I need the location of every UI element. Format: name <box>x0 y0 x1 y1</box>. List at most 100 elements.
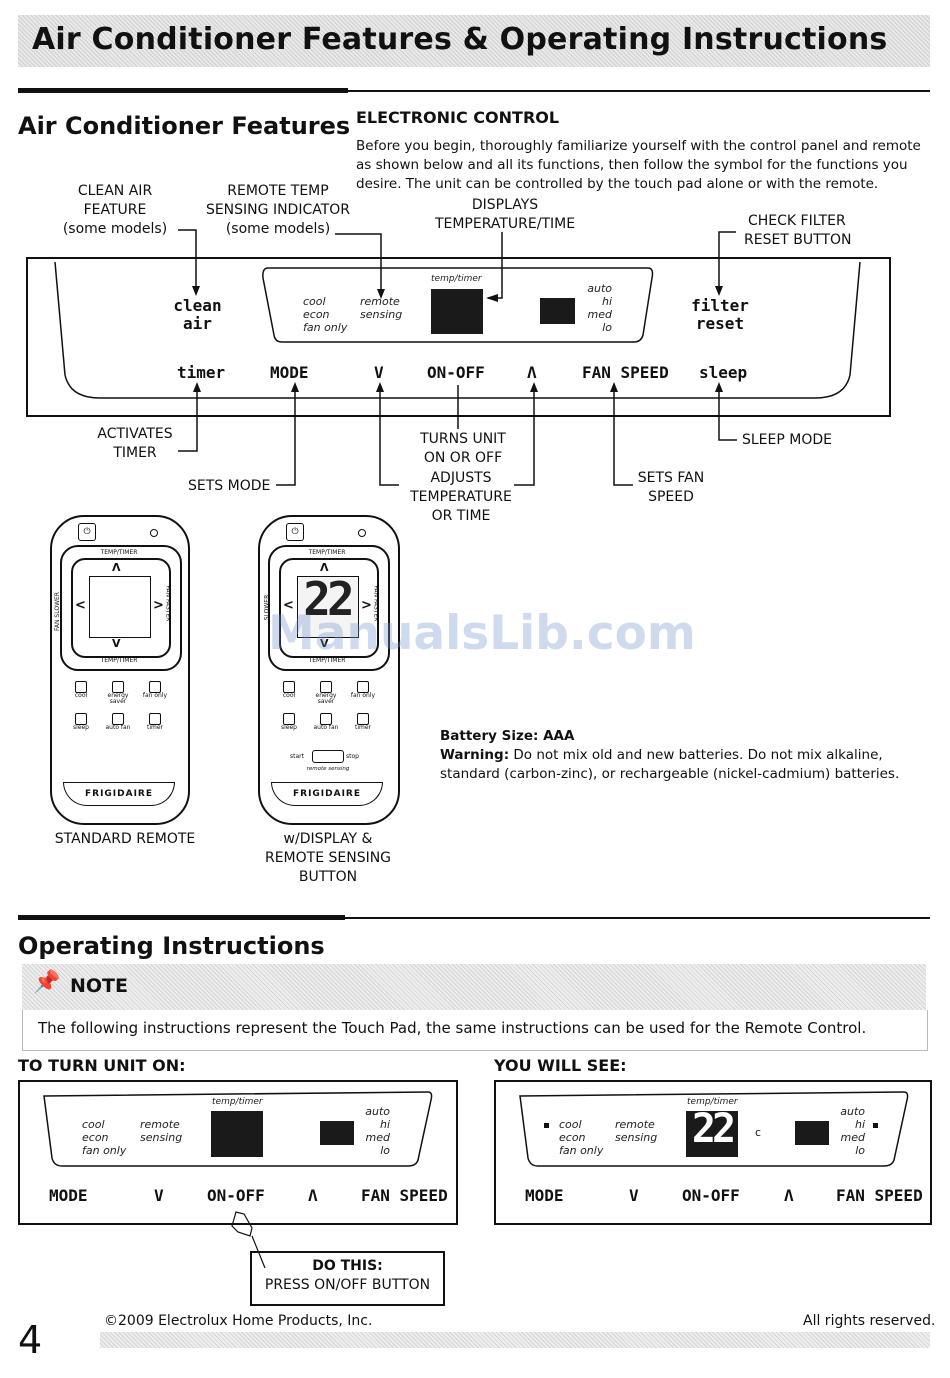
remote-left-button[interactable]: < <box>75 598 86 613</box>
panel-temp-display <box>431 289 483 334</box>
left-fan-display <box>320 1121 354 1145</box>
down-button[interactable]: V <box>374 363 384 382</box>
remote2-start-label: start <box>290 753 304 760</box>
callout-sleep-mode: SLEEP MODE <box>742 432 832 448</box>
operating-rule-thin <box>345 917 930 919</box>
remote2-sensing-button[interactable] <box>312 750 344 763</box>
operating-heading: Operating Instructions <box>18 932 325 960</box>
remote2-key-energy-saver[interactable]: energy saver <box>311 681 341 705</box>
display-remote-caption: w/DISPLAY & REMOTE SENSING BUTTON <box>264 831 392 885</box>
timer-button[interactable]: timer <box>177 363 226 382</box>
remote-right-button[interactable]: > <box>153 598 164 613</box>
remote2-led-icon <box>358 529 366 537</box>
header-band <box>18 15 930 67</box>
remote-temp-timer-bottom: TEMP/TIMER <box>100 657 138 664</box>
right-modes: cool econ fan only <box>559 1118 604 1157</box>
note-band <box>22 964 926 1010</box>
remote-key-fan-only[interactable]: fan only <box>140 681 170 705</box>
left-up-button[interactable]: Λ <box>308 1186 318 1205</box>
right-temp-timer: temp/timer <box>687 1097 738 1107</box>
turn-on-heading: TO TURN UNIT ON: <box>18 1056 186 1075</box>
left-fan-speed-button[interactable]: FAN SPEED <box>361 1186 448 1205</box>
page-title: Air Conditioner Features & Operating Ins… <box>32 22 888 57</box>
intro-text: Before you begin, thoroughly familiarize… <box>356 138 921 192</box>
remote-key-energy-saver[interactable]: energy saver <box>103 681 133 705</box>
remote-power-icon[interactable]: ⏻ <box>78 523 96 541</box>
right-remote-sensing: remote sensing <box>615 1118 658 1144</box>
filter-reset-button[interactable]: filter reset <box>691 296 749 333</box>
left-modes: cool econ fan only <box>82 1118 127 1157</box>
remote2-key-auto-fan[interactable]: auto fan <box>311 713 341 731</box>
electronic-control-heading: ELECTRONIC CONTROL <box>356 108 560 127</box>
battery-warning: Warning: Do not mix old and new batterie… <box>440 747 900 782</box>
remote2-left-button[interactable]: < <box>283 598 294 613</box>
remote2-key-sleep[interactable]: sleep <box>274 713 304 731</box>
callout-turns-unit: TURNS UNIT ON OR OFF <box>420 431 506 466</box>
remote2-temp-timer-bottom: TEMP/TIMER <box>308 657 346 664</box>
right-temp-display <box>686 1111 738 1157</box>
remote2-dpad-frame <box>268 545 390 671</box>
remote-key-auto-fan[interactable]: auto fan <box>103 713 133 731</box>
remote2-power-icon[interactable]: ⏻ <box>286 523 304 541</box>
note-box <box>22 1010 928 1051</box>
remote2-dpad <box>279 558 379 658</box>
turn-on-panel <box>18 1080 458 1225</box>
callout-clean-air: CLEAN AIR FEATURE (some models) <box>62 183 168 237</box>
remote-led-icon <box>150 529 158 537</box>
panel-modes-left: cool econ fan only <box>303 295 348 334</box>
remote-keys: cool energy saver fan only sleep auto fa… <box>66 681 170 731</box>
mode-button[interactable]: MODE <box>270 363 309 382</box>
do-this-box: DO THIS: PRESS ON/OFF BUTTON <box>250 1251 445 1306</box>
remote-center-pad[interactable] <box>89 576 151 638</box>
on-off-button[interactable]: ON-OFF <box>427 363 485 382</box>
right-hi-indicator <box>873 1123 878 1128</box>
you-will-see-heading: YOU WILL SEE: <box>494 1056 627 1075</box>
right-unit-letter: c <box>755 1126 762 1139</box>
remote2-key-timer[interactable]: timer <box>348 713 378 731</box>
remote2-up-button[interactable]: Λ <box>320 561 329 574</box>
left-down-button[interactable]: V <box>154 1186 164 1205</box>
remote-dpad-frame <box>60 545 182 671</box>
pushpin-icon: 📌 <box>33 970 61 995</box>
remote2-down-button[interactable]: V <box>320 637 329 650</box>
remote2-display <box>297 576 359 638</box>
footer-band <box>100 1332 930 1348</box>
copyright: ©2009 Electrolux Home Products, Inc. <box>104 1313 377 1329</box>
remote2-key-cool[interactable]: cool <box>274 681 304 705</box>
callout-sets-fan: SETS FAN SPEED <box>637 470 705 505</box>
callout-activates-timer: ACTIVATES TIMER <box>97 426 173 461</box>
callout-adjusts: ADJUSTS TEMPERATURE OR TIME <box>410 470 512 524</box>
page-number: 4 <box>18 1318 43 1362</box>
remote-key-timer[interactable]: timer <box>140 713 170 731</box>
right-fan-speed-button[interactable]: FAN SPEED <box>836 1186 923 1205</box>
callout-sets-mode: SETS MODE <box>188 478 271 494</box>
remote-up-button[interactable]: Λ <box>112 561 121 574</box>
section-rule-thin <box>348 90 930 92</box>
remote-key-sleep[interactable]: sleep <box>66 713 96 731</box>
remote2-temp-timer-top: TEMP/TIMER <box>308 549 346 556</box>
right-mode-button[interactable]: MODE <box>525 1186 564 1205</box>
right-down-button[interactable]: V <box>629 1186 639 1205</box>
remote2-key-fan-only[interactable]: fan only <box>348 681 378 705</box>
you-will-see-panel <box>494 1080 932 1225</box>
left-on-off-button[interactable]: ON-OFF <box>207 1186 265 1205</box>
battery-size: Battery Size: AAA <box>440 728 575 744</box>
callout-remote-temp: REMOTE TEMP SENSING INDICATOR (some mode… <box>205 183 351 237</box>
remote-down-button[interactable]: V <box>112 637 121 650</box>
remote-temp-timer-top: TEMP/TIMER <box>100 549 138 556</box>
up-button[interactable]: Λ <box>527 363 537 382</box>
remote2-display-value: 22 <box>303 572 354 626</box>
remote2-stop-label: stop <box>346 753 359 760</box>
left-temp-timer: temp/timer <box>212 1097 263 1107</box>
right-on-off-button[interactable]: ON-OFF <box>682 1186 740 1205</box>
remote-key-cool[interactable]: cool <box>66 681 96 705</box>
clean-air-button[interactable]: clean air <box>173 296 222 333</box>
right-up-button[interactable]: Λ <box>784 1186 794 1205</box>
remote2-right-button[interactable]: > <box>361 598 372 613</box>
left-mode-button[interactable]: MODE <box>49 1186 88 1205</box>
fan-speed-button[interactable]: FAN SPEED <box>582 363 669 382</box>
left-temp-display <box>211 1111 263 1157</box>
remote2-sensing-label: remote sensing <box>306 766 350 772</box>
sleep-button[interactable]: sleep <box>699 363 748 382</box>
